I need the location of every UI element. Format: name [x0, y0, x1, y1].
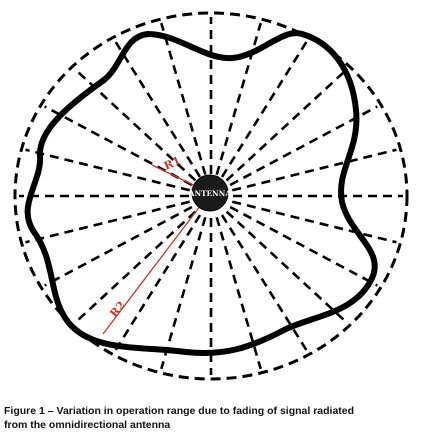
- radius-long-line: [102, 192, 211, 335]
- caption-line-2: from the omnidirectional antenna: [4, 419, 171, 431]
- radial-spoke: [25, 148, 191, 192]
- radial-spoke: [113, 40, 202, 178]
- radial-spoke: [220, 40, 309, 178]
- figure-caption: Figure 1 – Variation in operation range …: [4, 404, 414, 432]
- radial-spoke: [215, 22, 262, 176]
- radius-long-label: R2: [107, 299, 128, 320]
- radial-spoke: [231, 148, 397, 192]
- radial-spoke: [44, 205, 193, 287]
- radial-spoke: [160, 22, 207, 176]
- radial-spoke: [231, 200, 397, 244]
- caption-line-1: Figure 1 – Variation in operation range …: [4, 405, 355, 417]
- radial-spoke: [220, 214, 309, 352]
- radial-spoke: [113, 214, 202, 352]
- radial-spoke: [160, 216, 207, 370]
- radial-spoke: [74, 210, 197, 324]
- radial-spoke: [225, 210, 348, 324]
- radial-spoke: [229, 205, 378, 287]
- radial-spoke: [215, 216, 262, 370]
- radial-spoke: [25, 200, 191, 244]
- radius-short-label: R1: [162, 154, 183, 173]
- antenna-label: ANTENNA: [188, 189, 231, 198]
- diagram-canvas: R1 R2 ANTENNA: [13, 11, 409, 381]
- antenna-icon: [191, 174, 229, 212]
- antenna-coverage-diagram: R1 R2 ANTENNA: [13, 11, 409, 381]
- radial-spoke: [229, 105, 378, 187]
- radial-spoke: [44, 105, 193, 187]
- radial-spoke: [225, 68, 348, 182]
- radial-spokes: [19, 17, 403, 375]
- faded-coverage-contour: [24, 30, 378, 357]
- ideal-coverage-circle: [13, 11, 409, 381]
